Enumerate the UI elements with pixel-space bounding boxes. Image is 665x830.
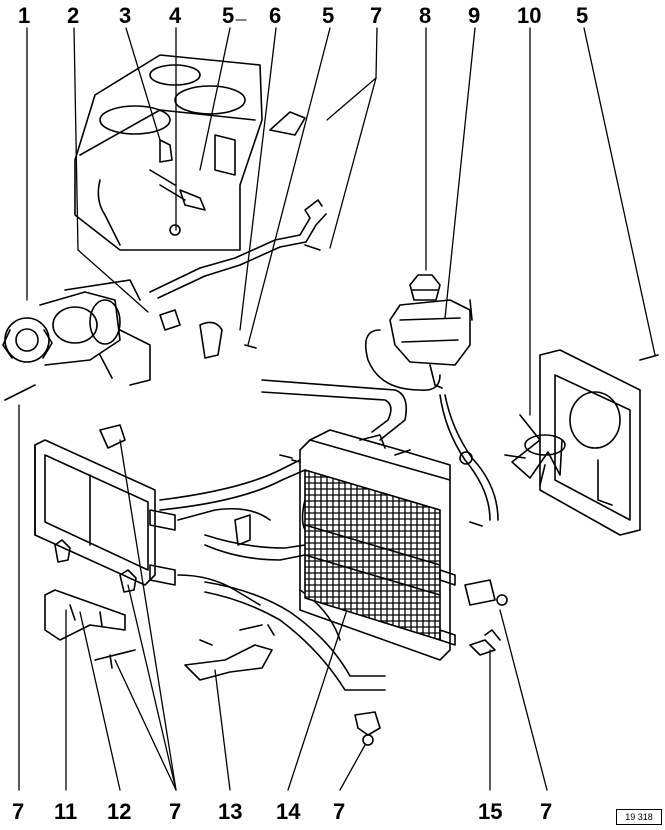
engine-hoses xyxy=(149,111,327,359)
callout-9: 9 xyxy=(468,3,481,28)
callout-1: 1 xyxy=(18,3,31,28)
cooling-fan xyxy=(504,349,641,536)
callout-15: 15 xyxy=(478,799,503,824)
radiator-hoses xyxy=(159,329,499,691)
radiator xyxy=(299,429,456,661)
expansion-tank xyxy=(389,274,473,389)
callout-4: 4 xyxy=(169,3,182,28)
heater-core xyxy=(34,424,176,586)
callout-3: 3 xyxy=(119,3,132,28)
callout-12: 12 xyxy=(107,799,132,824)
engine-block xyxy=(74,54,263,251)
callout-7d: 7 xyxy=(333,799,346,824)
small-fittings xyxy=(4,244,659,746)
callout-5a: 5 xyxy=(222,3,235,28)
callout-8: 8 xyxy=(419,3,432,28)
callout-13: 13 xyxy=(218,799,243,824)
callout-7b: 7 xyxy=(12,799,25,824)
callout-7a: 7 xyxy=(370,3,383,28)
water-pump xyxy=(2,279,151,386)
callout-7c: 7 xyxy=(169,799,182,824)
reference-code: 19 318 xyxy=(616,809,662,825)
callout-11: 11 xyxy=(54,799,78,824)
callout-10: 10 xyxy=(517,3,542,28)
callout-14: 14 xyxy=(276,799,301,824)
callout-2: 2 xyxy=(67,3,80,28)
callout-7e: 7 xyxy=(540,799,553,824)
heater-bracket xyxy=(44,539,137,669)
callout-6: 6 xyxy=(269,3,282,28)
callout-5b: 5 xyxy=(322,3,335,28)
callout-5c: 5 xyxy=(576,3,589,28)
